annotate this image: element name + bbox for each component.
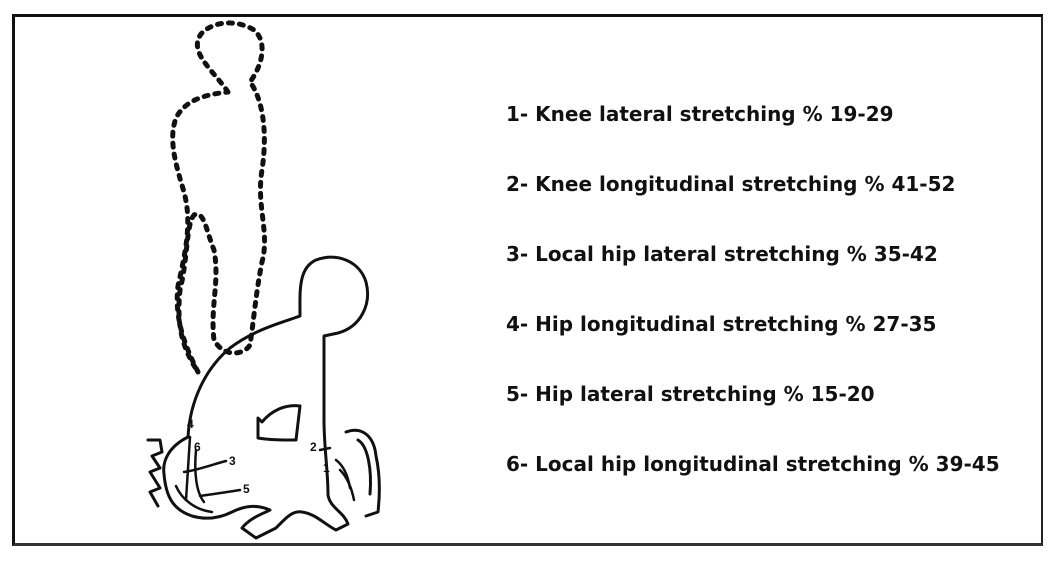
marker-3: 3 (229, 454, 236, 468)
marker-2: 2 (310, 440, 317, 454)
marker-6: 6 (194, 440, 201, 454)
stretching-legend: 1- Knee lateral stretching % 19-29 2- Kn… (506, 92, 1036, 512)
standing-silhouette (173, 23, 265, 372)
marker-4: 4 (187, 417, 194, 431)
marker-1: 1 (323, 461, 330, 475)
legend-item-local-hip-longitudinal: 6- Local hip longitudinal stretching % 3… (506, 442, 1036, 512)
legend-item-local-hip-lateral: 3- Local hip lateral stretching % 35-42 (506, 232, 1036, 302)
legend-item-hip-longitudinal: 4- Hip longitudinal stretching % 27-35 (506, 302, 1036, 372)
legend-item-knee-longitudinal: 2- Knee longitudinal stretching % 41-52 (506, 162, 1036, 232)
legend-item-knee-lateral: 1- Knee lateral stretching % 19-29 (506, 92, 1036, 162)
marker-5: 5 (243, 482, 250, 496)
legend-item-hip-lateral: 5- Hip lateral stretching % 15-20 (506, 372, 1036, 442)
